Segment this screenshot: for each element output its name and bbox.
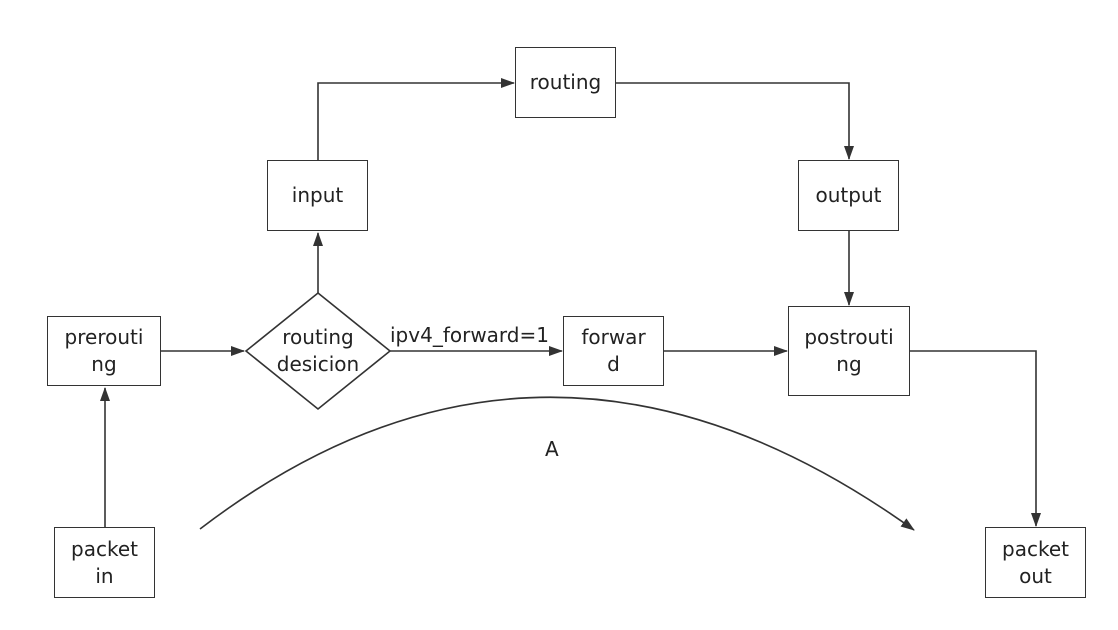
edge-input-to-routing bbox=[317, 78, 515, 160]
edge-routing-to-output bbox=[616, 82, 854, 160]
input-node: input bbox=[267, 160, 368, 231]
postrouting-node: postrouti ng bbox=[788, 306, 910, 396]
prerouting-label: prerouti ng bbox=[64, 325, 144, 376]
curve-a-label: A bbox=[545, 437, 559, 461]
output-node: output bbox=[798, 160, 899, 231]
routing-decision-diamond bbox=[244, 291, 392, 411]
packet-in-node: packet in bbox=[54, 527, 155, 598]
routing-node: routing bbox=[515, 47, 616, 118]
packet-out-label: packet out bbox=[1002, 536, 1069, 588]
input-label: input bbox=[291, 183, 344, 207]
curve-a-arrow bbox=[199, 396, 915, 531]
routing-label: routing bbox=[529, 70, 602, 94]
forward-label: forwar d bbox=[581, 325, 646, 376]
packet-out-node: packet out bbox=[985, 527, 1086, 598]
edge-postrouting-to-packet-out bbox=[910, 350, 1041, 527]
ipv4-forward-edge-label: ipv4_forward=1 bbox=[390, 323, 549, 347]
routing-decision-label: routing desicion bbox=[276, 325, 360, 376]
output-label: output bbox=[815, 183, 882, 207]
packet-in-label: packet in bbox=[71, 536, 138, 588]
postrouting-label: postrouti ng bbox=[804, 325, 894, 376]
forward-node: forwar d bbox=[563, 316, 664, 386]
prerouting-node: prerouti ng bbox=[47, 316, 161, 386]
routing-decision-node: routing desicion bbox=[252, 318, 384, 384]
